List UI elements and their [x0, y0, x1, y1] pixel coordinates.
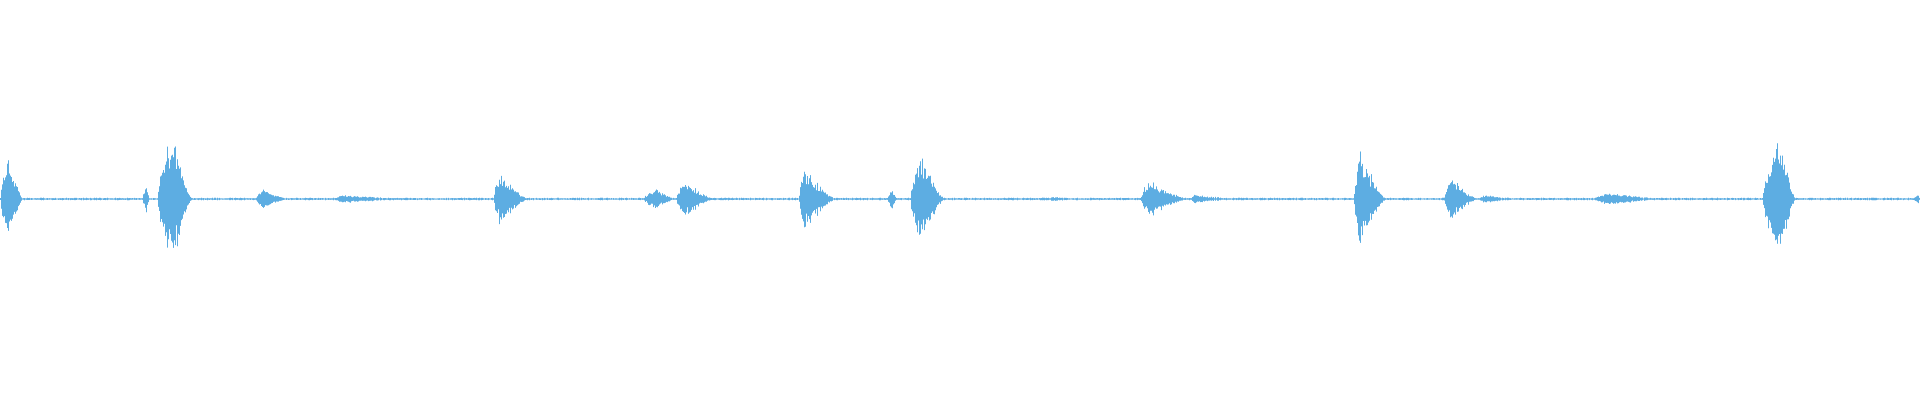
waveform-amplitude-bars — [0, 143, 1920, 248]
